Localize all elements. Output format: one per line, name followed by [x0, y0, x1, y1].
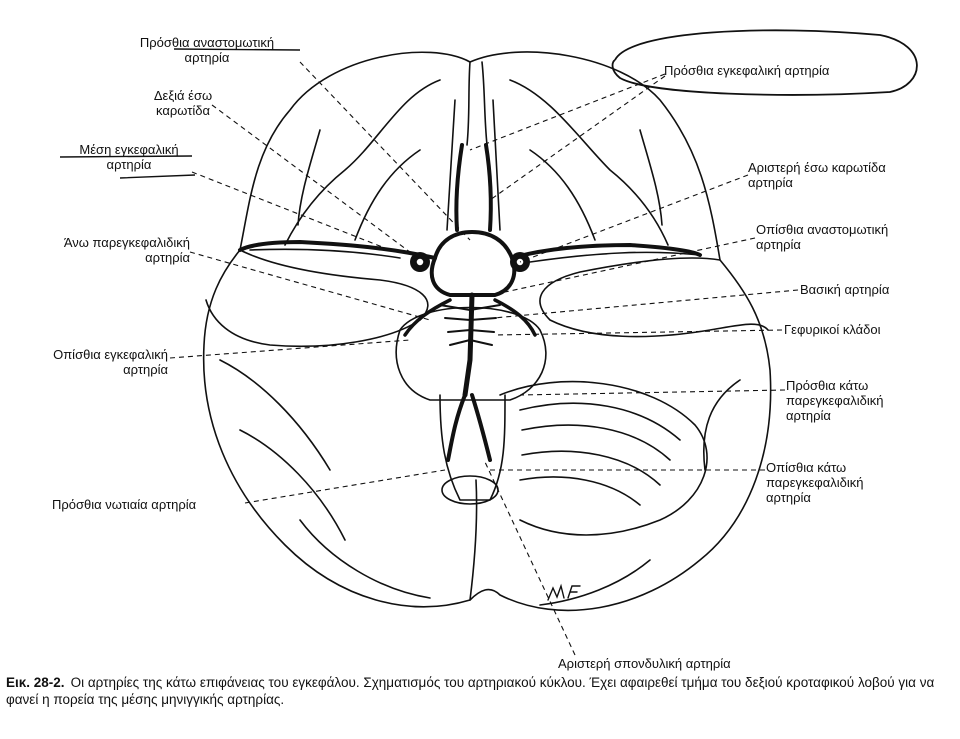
figure-caption: Εικ. 28-2.Οι αρτηρίες της κάτω επιφάνεια… [6, 674, 956, 708]
label-basilar: Βασική αρτηρία [800, 282, 890, 297]
leader-anterior-cerebral-a [469, 73, 666, 151]
caption-text: Οι αρτηρίες της κάτω επιφάνειας του εγκε… [6, 675, 935, 707]
caption-number: Εικ. 28-2. [6, 675, 65, 690]
handwritten-ring [611, 29, 918, 96]
leader-posterior-communicating [504, 237, 756, 293]
leader-anterior-spinal [244, 469, 446, 504]
posterior-cerebral-left [403, 298, 452, 337]
underline-ant-communicating [173, 48, 301, 51]
underline-middle-cerebral [59, 155, 196, 179]
brain-outline [202, 51, 772, 612]
medulla [439, 394, 506, 501]
circle-of-willis [429, 230, 517, 297]
leader-anterior-inferior-cerebellar [519, 389, 786, 396]
leader-basilar [471, 289, 799, 321]
label-right-internal-carotid: Δεξιά έσω καρωτίδα [153, 88, 213, 118]
left-temporal-lobe [205, 249, 429, 348]
label-posterior-cerebral: Οπίσθια εγκεφαλική αρτηρία [53, 347, 168, 377]
leader-anterior-cerebral-b [489, 75, 666, 201]
leader-ant-communicating [299, 61, 471, 241]
vertebral-arteries [446, 393, 492, 462]
longitudinal-fissure [466, 61, 488, 146]
label-pontine-branches: Γεφυρικοί κλάδοι [784, 322, 881, 337]
cerebellum [499, 380, 708, 536]
label-posterior-communicating: Οπίσθια αναστομωτική αρτηρία [756, 222, 889, 252]
leader-posterior-cerebral [169, 339, 411, 359]
leader-middle-cerebral [191, 171, 396, 253]
artist-signature [547, 583, 581, 601]
label-anterior-inferior-cerebellar: Πρόσθια κάτω παρεγκεφαλιδική αρτηρία [786, 378, 884, 423]
leader-left-internal-carotid [519, 174, 749, 263]
leader-superior-cerebellar [189, 251, 431, 321]
label-middle-cerebral: Μέση εγκεφαλική αρτηρία [79, 142, 179, 172]
basilar-artery [462, 292, 475, 398]
label-posterior-inferior-cerebellar: Οπίσθια κάτω παρεγκεφαλιδική αρτηρία [766, 460, 864, 505]
leader-pontine [494, 329, 783, 336]
label-superior-cerebellar: Άνω παρεγκεφαλιδική αρτηρία [63, 235, 190, 265]
label-anterior-spinal: Πρόσθια νωτιαία αρτηρία [52, 497, 197, 512]
middle-cerebral-left [238, 240, 437, 260]
leader-left-vertebral [484, 461, 576, 656]
anterior-cerebral-arteries [454, 143, 493, 232]
right-olfactory-tract [492, 99, 501, 231]
label-left-internal-carotid: Αριστερή έσω καρωτίδα αρτηρία [748, 160, 886, 190]
right-temporal-lobe [539, 257, 769, 338]
leader-right-internal-carotid [211, 104, 419, 259]
label-anterior-communicating: Πρόσθια αναστομωτική αρτηρία [139, 35, 275, 65]
middle-cerebral-right [510, 243, 702, 260]
label-anterior-cerebral: Πρόσθια εγκεφαλική αρτηρία [664, 63, 830, 78]
label-left-vertebral: Αριστερή σπονδυλική αρτηρία [558, 656, 731, 671]
left-olfactory-tract [446, 99, 456, 231]
